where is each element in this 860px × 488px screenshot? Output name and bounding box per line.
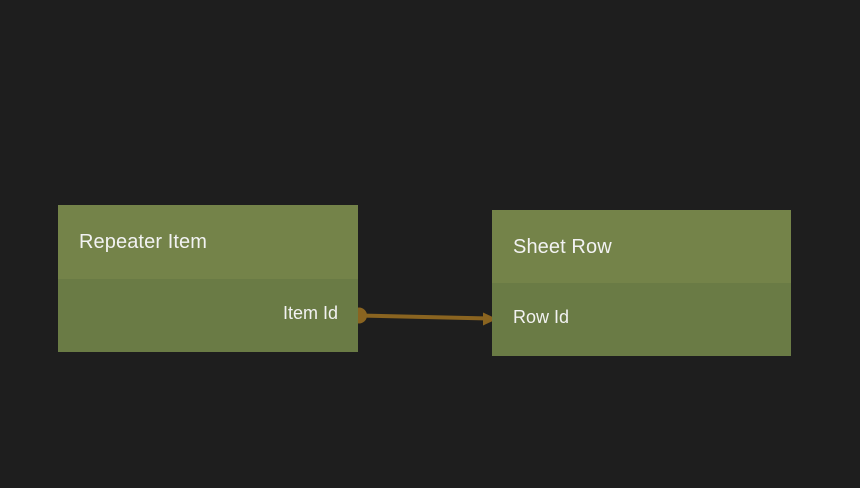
field-item-id-label: Item Id (282, 303, 338, 323)
edge-line (358, 313, 490, 321)
node-sheet-row[interactable]: Sheet Row Row Id (492, 210, 791, 356)
field-row-id[interactable]: Row Id (492, 304, 791, 330)
edge-item-id-to-row-id[interactable] (351, 307, 497, 326)
node-repeater-item-header[interactable]: Repeater Item (58, 205, 358, 279)
edge-target-arrow-icon[interactable] (483, 312, 497, 326)
node-sheet-row-title: Sheet Row (513, 235, 612, 258)
field-row-id-label: Row Id (513, 307, 570, 327)
field-item-id[interactable]: Item Id (58, 300, 358, 326)
node-repeater-item[interactable]: Repeater Item Item Id (58, 205, 358, 352)
node-repeater-item-body: Item Id (58, 279, 358, 352)
node-sheet-row-header[interactable]: Sheet Row (492, 210, 791, 283)
node-repeater-item-title: Repeater Item (79, 231, 208, 253)
node-sheet-row-body: Row Id (492, 283, 791, 356)
